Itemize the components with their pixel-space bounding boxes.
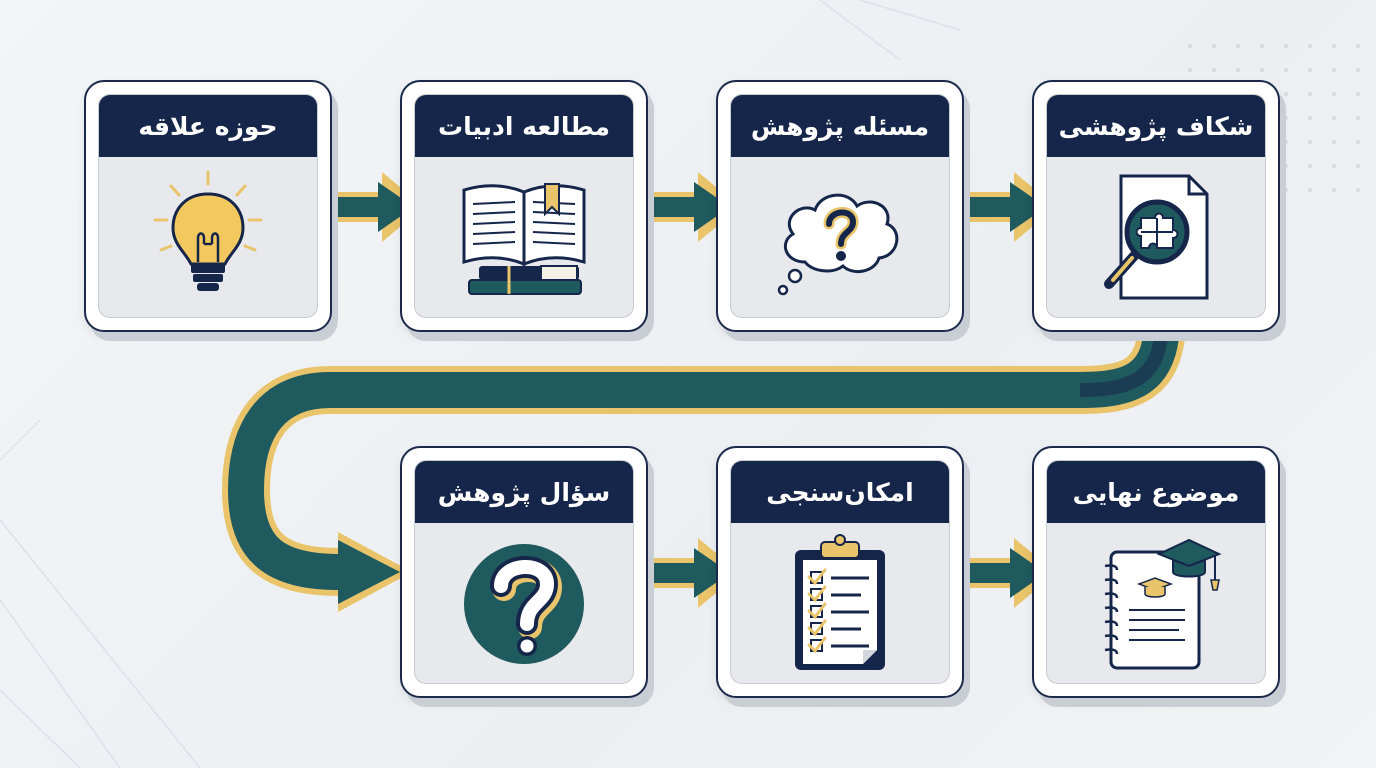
magnifier-puzzle-document-icon	[1104, 174, 1209, 300]
card-header: سؤال پژوهش	[415, 461, 633, 523]
step-card-feasibility: امکان‌سنجی	[716, 446, 964, 698]
step-card-final-topic: موضوع نهایی	[1032, 446, 1280, 698]
card-body: موضوع نهایی	[1046, 460, 1266, 684]
card-header: موضوع نهایی	[1047, 461, 1265, 523]
step-card-problem: مسئله پژوهش	[716, 80, 964, 332]
step-title: امکان‌سنجی	[766, 477, 914, 507]
card-body: سؤال پژوهش	[414, 460, 634, 684]
card-header: حوزه علاقه	[99, 95, 317, 157]
card-body: شکاف پژوهشی	[1046, 94, 1266, 318]
step-title: مطالعه ادبیات	[437, 111, 611, 141]
step-card-interest: حوزه علاقه	[84, 80, 332, 332]
card-header: مطالعه ادبیات	[415, 95, 633, 157]
step-title: حوزه علاقه	[138, 111, 278, 141]
question-mark-circle-icon	[464, 544, 584, 664]
lightbulb-icon	[153, 170, 263, 291]
checklist-clipboard-icon	[795, 534, 885, 670]
step-title: سؤال پژوهش	[437, 477, 611, 507]
open-book-icon	[462, 183, 586, 295]
thought-bubble-question-icon	[777, 193, 899, 296]
step-card-gap: شکاف پژوهشی	[1032, 80, 1280, 332]
card-header: امکان‌سنجی	[731, 461, 949, 523]
graduation-notebook-icon	[1104, 538, 1222, 670]
step-title: موضوع نهایی	[1072, 477, 1240, 507]
card-header: شکاف پژوهشی	[1047, 95, 1265, 157]
step-card-literature: مطالعه ادبیات	[400, 80, 648, 332]
card-header: مسئله پژوهش	[731, 95, 949, 157]
card-body: مسئله پژوهش	[730, 94, 950, 318]
card-body: امکان‌سنجی	[730, 460, 950, 684]
card-body: حوزه علاقه	[98, 94, 318, 318]
step-card-question: سؤال پژوهش	[400, 446, 648, 698]
card-body: مطالعه ادبیات	[414, 94, 634, 318]
step-title: شکاف پژوهشی	[1058, 111, 1254, 141]
step-title: مسئله پژوهش	[750, 111, 930, 141]
